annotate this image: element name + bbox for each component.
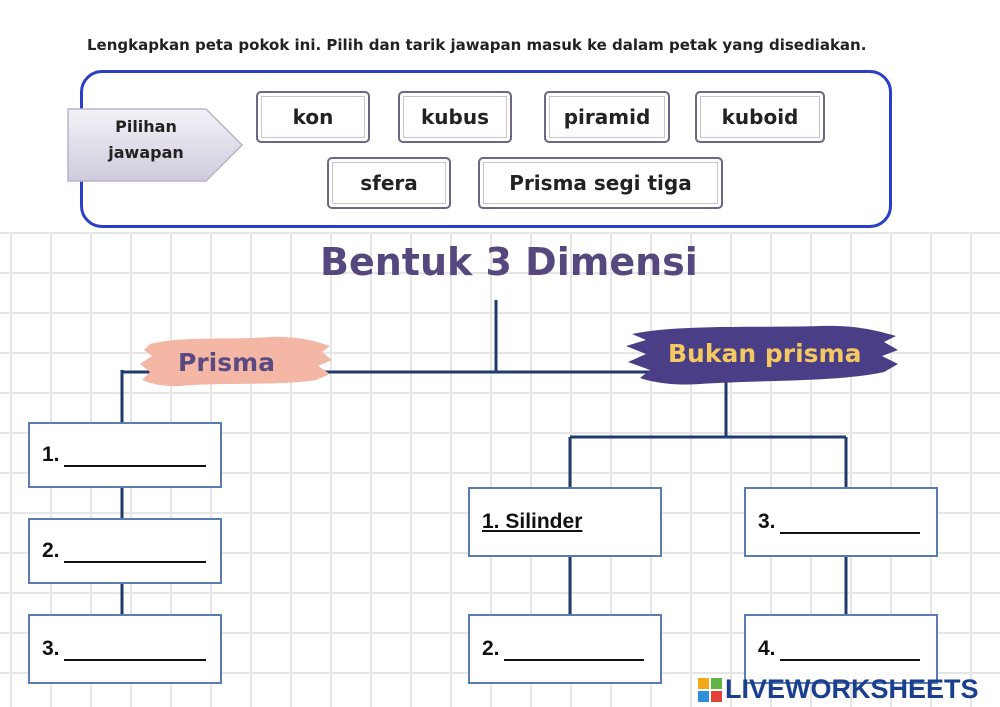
options-label-line1: Pilihan (115, 117, 177, 136)
map-title: Bentuk 3 Dimensi (320, 240, 698, 284)
box-number: 2. (42, 539, 60, 562)
prisma-answer-box-1[interactable]: 1. (28, 422, 222, 488)
instruction-text: Lengkapkan peta pokok ini. Pilih dan tar… (87, 36, 867, 54)
box-number: 3. (758, 510, 776, 533)
options-label-line2: jawapan (108, 143, 184, 162)
pilihan-arrow-shape (67, 108, 244, 182)
option-kuboid[interactable]: kuboid (695, 91, 825, 143)
box-number: 2. (482, 637, 500, 660)
answer-blank (63, 539, 206, 563)
prisma-answer-box-3[interactable]: 3. (28, 614, 222, 684)
answer-blank (779, 637, 920, 661)
answer-blank (503, 637, 644, 661)
option-kubus[interactable]: kubus (398, 91, 512, 143)
answer-blank (63, 443, 206, 467)
option-prisma-segi-tiga[interactable]: Prisma segi tiga (478, 157, 723, 209)
option-sfera[interactable]: sfera (327, 157, 451, 209)
box-number: 4. (758, 637, 776, 660)
option-piramid[interactable]: piramid (544, 91, 670, 143)
answer-blank (779, 510, 920, 534)
liveworksheets-logo: LIVEWORKSHEETS (698, 674, 979, 705)
options-label: Pilihan jawapan (86, 114, 206, 166)
prisma-answer-box-2[interactable]: 2. (28, 518, 222, 584)
box-number: 1. (42, 443, 60, 466)
bukan-prisma-box-1: 1. Silinder (468, 487, 662, 557)
bukan-prisma-label: Bukan prisma (668, 339, 862, 368)
prisma-brush (140, 336, 332, 387)
bukan-prisma-answer-box-3[interactable]: 3. (744, 487, 938, 557)
prisma-label: Prisma (178, 348, 276, 377)
answer-blank (63, 637, 206, 661)
bukan-prisma-brush (626, 325, 898, 385)
liveworksheets-logo-icon (698, 677, 722, 702)
box-number: 3. (42, 637, 60, 660)
silinder-answer: 1. Silinder (482, 510, 583, 533)
brand-name: LIVEWORKSHEETS (725, 674, 979, 704)
bukan-prisma-answer-box-4[interactable]: 4. (744, 614, 938, 684)
bukan-prisma-answer-box-2[interactable]: 2. (468, 614, 662, 684)
option-kon[interactable]: kon (256, 91, 370, 143)
